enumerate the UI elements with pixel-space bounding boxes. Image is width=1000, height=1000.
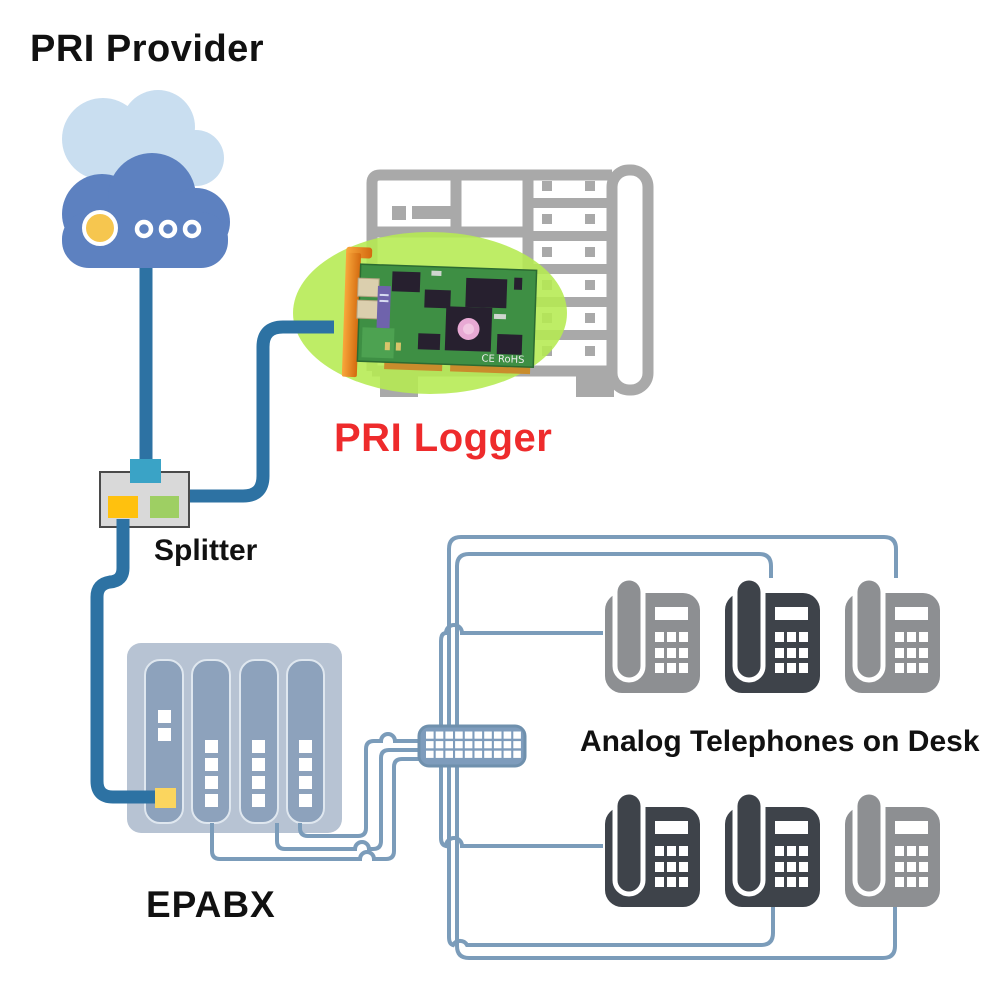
- telephone-icon-4: [605, 792, 700, 907]
- wire-panel-to-phone-6: [455, 745, 897, 960]
- wire-panel-to-phone-2: [455, 552, 773, 750]
- cloud-icon: [62, 90, 230, 268]
- pci-logger-card-icon: CE RoHS: [341, 246, 538, 378]
- wire-splitter-to-epabx: [90, 519, 158, 804]
- wire-epabx-slot4-to-panel: [298, 732, 422, 838]
- epabx-port-yellow: [155, 788, 176, 808]
- epabx-cabinet-icon: [127, 643, 342, 833]
- wire-splitter-to-logger: [188, 320, 334, 503]
- logger-label: PRI Logger: [334, 416, 553, 460]
- cloud-sun-dot: [82, 210, 118, 246]
- splitter-port-green: [150, 496, 179, 518]
- epabx-label: EPABX: [146, 884, 276, 925]
- splitter-port-teal: [130, 459, 161, 483]
- wire-epabx-slot3-to-panel: [275, 748, 422, 851]
- telephone-icon-3: [845, 578, 940, 693]
- wire-panel-to-phone-4: [439, 745, 603, 849]
- patch-panel-icon: [417, 724, 527, 768]
- provider-label: PRI Provider: [30, 28, 265, 70]
- splitter-box-icon: [99, 459, 190, 528]
- telephone-icon-1: [605, 578, 700, 693]
- telephone-icon-2: [725, 578, 820, 693]
- wire-panel-to-phone-5: [447, 745, 775, 948]
- telephone-icon-6: [845, 792, 940, 907]
- telephone-icon-5: [725, 792, 820, 907]
- phones-label: Analog Telephones on Desk: [580, 725, 980, 758]
- splitter-label: Splitter: [154, 534, 258, 567]
- wire-epabx-slot2-to-panel: [210, 757, 422, 861]
- card-marking-text: CE RoHS: [481, 353, 524, 365]
- wire-panel-to-phone-3: [447, 535, 898, 750]
- wire-panel-to-phone-1: [439, 623, 603, 750]
- splitter-port-yellow: [108, 496, 138, 518]
